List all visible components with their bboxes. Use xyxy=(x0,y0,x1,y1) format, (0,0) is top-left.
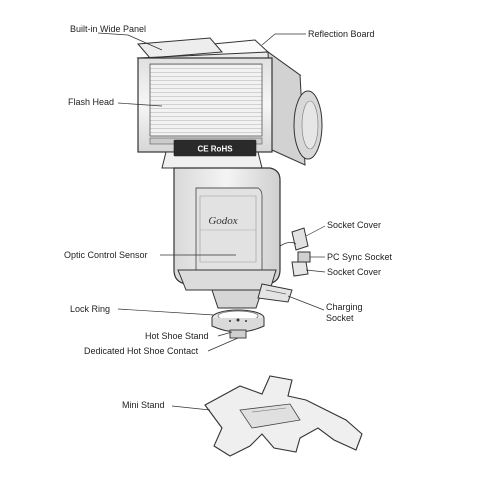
leader-hot-shoe-stand xyxy=(217,331,233,337)
side-sockets-group xyxy=(279,227,311,277)
built-in-wide-panel xyxy=(136,37,224,59)
hot-shoe-group xyxy=(211,283,293,339)
socket-cover-bottom-part xyxy=(291,261,309,277)
leader-lock-ring xyxy=(117,308,215,316)
pc-sync-socket-part xyxy=(297,251,311,263)
label-optic-control-sensor: Optic Control Sensor xyxy=(64,250,148,260)
leader-dedicated-contact xyxy=(207,337,239,352)
certification-panel xyxy=(173,139,257,157)
label-socket-cover-top: Socket Cover xyxy=(327,220,382,230)
brand-logo: Godox xyxy=(208,215,237,227)
label-mini-stand: Mini Stand xyxy=(122,400,165,410)
hot-shoe-stand-part xyxy=(211,289,263,309)
label-reflection-board: Reflection Board xyxy=(308,29,375,39)
label-flash-head: Flash Head xyxy=(68,97,115,107)
label-hot-shoe-stand: Hot Shoe Stand xyxy=(145,331,209,341)
leader-lines xyxy=(97,32,326,411)
label-charging-socket: Charging Socket xyxy=(326,302,363,323)
leader-mini-stand xyxy=(171,405,211,411)
charging-socket-part xyxy=(257,283,293,303)
leader-built-in-wide-panel xyxy=(97,32,163,51)
label-socket-cover-bottom: Socket Cover xyxy=(327,267,382,277)
flash-body-group: Godox xyxy=(173,167,281,291)
dedicated-hot-shoe-contact-part xyxy=(229,329,247,339)
label-built-in-wide-panel: Built-in Wide Panel xyxy=(70,24,147,34)
certification-marks-text: CE RoHS xyxy=(197,145,233,154)
fresnel-window xyxy=(149,63,263,137)
flash-head-group xyxy=(136,37,323,166)
label-pc-sync-socket: PC Sync Socket xyxy=(327,252,393,262)
optic-control-sensor-window xyxy=(195,187,263,271)
mini-stand-group xyxy=(204,375,363,457)
leader-reflection-board xyxy=(261,33,306,46)
leader-charging-socket xyxy=(287,295,325,311)
leader-flash-head xyxy=(117,102,163,107)
label-dedicated-hot-shoe-contact: Dedicated Hot Shoe Contact xyxy=(84,346,199,356)
leader-socket-cover-bottom xyxy=(305,269,326,273)
socket-cover-top-part xyxy=(291,227,309,251)
leader-socket-cover-top xyxy=(305,225,326,237)
label-lock-ring: Lock Ring xyxy=(70,304,111,314)
